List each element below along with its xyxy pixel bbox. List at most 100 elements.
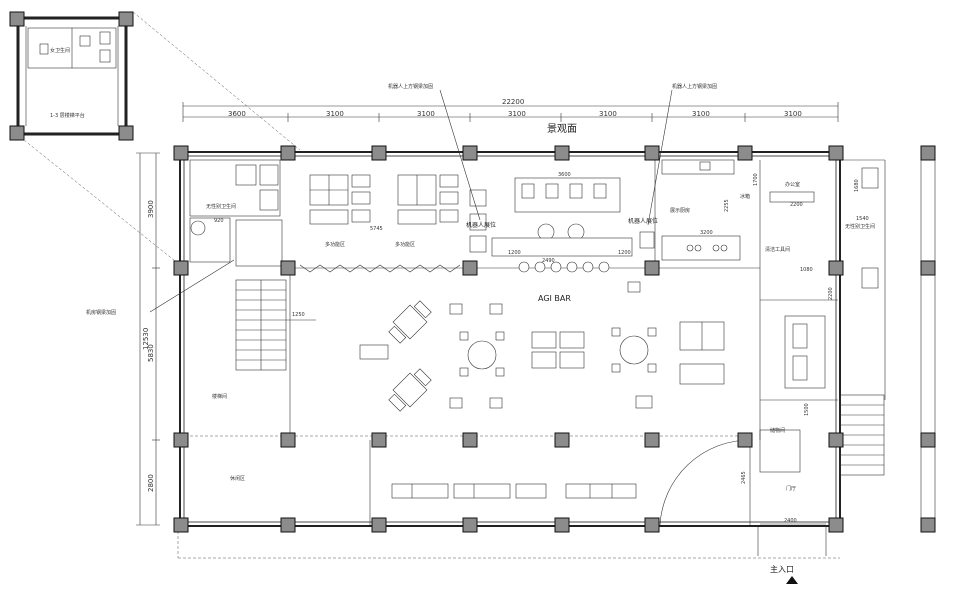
column (920, 517, 936, 533)
stair-beam-note: 机房钢梁加固 (86, 309, 116, 316)
inset-room-label: 女卫生间 (50, 47, 70, 54)
dim-inner: 1200 (508, 250, 521, 256)
column (280, 145, 296, 161)
entrance-arrow-icon (786, 576, 798, 584)
dim-total: 22200 (502, 98, 524, 106)
dim-left-seg: 5830 (147, 344, 155, 362)
column (920, 432, 936, 448)
dim-seg: 3100 (784, 110, 802, 118)
inset-column (118, 125, 134, 141)
column (644, 432, 660, 448)
column (644, 517, 660, 533)
dining-left-label: 多功能区 (325, 241, 345, 248)
kitchen-label: 展示厨房 (670, 207, 690, 214)
dining-area: 多功能区 多功能区 5745 (299, 174, 461, 273)
dim-inner: 1540 (856, 216, 869, 222)
column (462, 517, 478, 533)
dim-inner: 2255 (724, 199, 730, 212)
column (920, 145, 936, 161)
mezzanine-label: 楼梯间 (212, 393, 227, 400)
storage-label: 储物间 (770, 427, 785, 434)
dim-inner: 5745 (370, 226, 383, 232)
column (828, 145, 844, 161)
column (828, 260, 844, 276)
cleaning-label: 清洁工具间 (765, 246, 790, 253)
column (737, 145, 753, 161)
bar-area: 3600 2490 1200 1200 机器人展位 机器人展位 AGI BAR … (388, 83, 717, 303)
inset-caption: 1-3 层楼梯平台 (50, 112, 85, 119)
column (554, 517, 570, 533)
dim-inner: 1680 (854, 179, 860, 192)
ice-machine-label: 冰箱 (740, 193, 750, 200)
column (462, 432, 478, 448)
column (173, 145, 189, 161)
column (371, 432, 387, 448)
dim-seg: 3100 (692, 110, 710, 118)
inset-column (9, 125, 25, 141)
office-label: 办公室 (785, 181, 800, 188)
column (554, 432, 570, 448)
column (644, 260, 660, 276)
column (920, 260, 936, 276)
main-dining (359, 281, 725, 499)
column (173, 260, 189, 276)
column (462, 260, 478, 276)
dim-inner: 2465 (741, 471, 747, 484)
wc-right-label: 无性别卫生间 (845, 223, 875, 230)
dim-inner: 1200 (618, 250, 631, 256)
wc-label: 无性别卫生间 (206, 203, 236, 210)
column (462, 145, 478, 161)
column (644, 145, 660, 161)
dim-seg: 3100 (599, 110, 617, 118)
structural-columns (173, 145, 936, 533)
kitchen-area: 展示厨房 3200 冰箱 办公室 2200 1700 2255 清洁工具间 无性… (661, 159, 879, 389)
robot-position-right: 机器人展位 (628, 217, 658, 225)
left-core: 无性别卫生间 楼梯间 休闲区 920 1250 机房钢梁加固 (86, 159, 316, 482)
dim-bar: 3600 (558, 172, 571, 178)
column (280, 517, 296, 533)
column (828, 432, 844, 448)
main-entrance-label: 主入口 (770, 564, 794, 574)
dim-inner: 2490 (542, 258, 555, 264)
dim-seg: 3100 (417, 110, 435, 118)
left-dimensions: 12530 3900 5830 2800 (136, 152, 160, 526)
column (737, 432, 753, 448)
dim-inner: 2200 (828, 287, 834, 300)
inset-detail: 女卫生间 1-3 层楼梯平台 (9, 11, 301, 266)
dim-seg: 3100 (326, 110, 344, 118)
corridor-label: 休闲区 (230, 475, 245, 482)
robot-beam-note-left: 机器人上方钢梁加固 (388, 83, 433, 90)
column (173, 517, 189, 533)
dim-office: 2200 (790, 202, 803, 208)
inset-column (118, 11, 134, 27)
column (371, 145, 387, 161)
entrance: 储物间 门厅 2400 主入口 2465 1500 2200 (659, 287, 834, 584)
dim-inner: 1700 (753, 173, 759, 186)
dim-seg: 3600 (228, 110, 246, 118)
column (280, 260, 296, 276)
robot-position-left: 机器人展位 (466, 221, 496, 229)
dim-inner: 1250 (292, 312, 305, 318)
landscape-label: 景观面 (547, 123, 577, 135)
column (371, 517, 387, 533)
dim-left-seg: 2800 (147, 474, 155, 492)
dim-inner: 1500 (804, 403, 810, 416)
dim-seg: 3100 (508, 110, 526, 118)
dim-gate: 2400 (784, 518, 797, 524)
dim-inner: 920 (214, 218, 224, 224)
top-dimensions: 22200 3600 3100 3100 3100 3100 3100 3100… (182, 98, 839, 135)
dining-mid-label: 多功能区 (395, 241, 415, 248)
dim-left-seg: 3900 (147, 200, 155, 218)
dim-inner: 1080 (800, 267, 813, 273)
dim-left-total: 12530 (142, 328, 150, 350)
inset-column (9, 11, 25, 27)
gate-label: 门厅 (786, 485, 796, 492)
column (173, 432, 189, 448)
column (828, 517, 844, 533)
bar-label: AGI BAR (538, 294, 571, 303)
robot-beam-note-right: 机器人上方钢梁加固 (672, 83, 717, 90)
dim-kitchen: 3200 (700, 230, 713, 236)
column (280, 432, 296, 448)
column (554, 145, 570, 161)
